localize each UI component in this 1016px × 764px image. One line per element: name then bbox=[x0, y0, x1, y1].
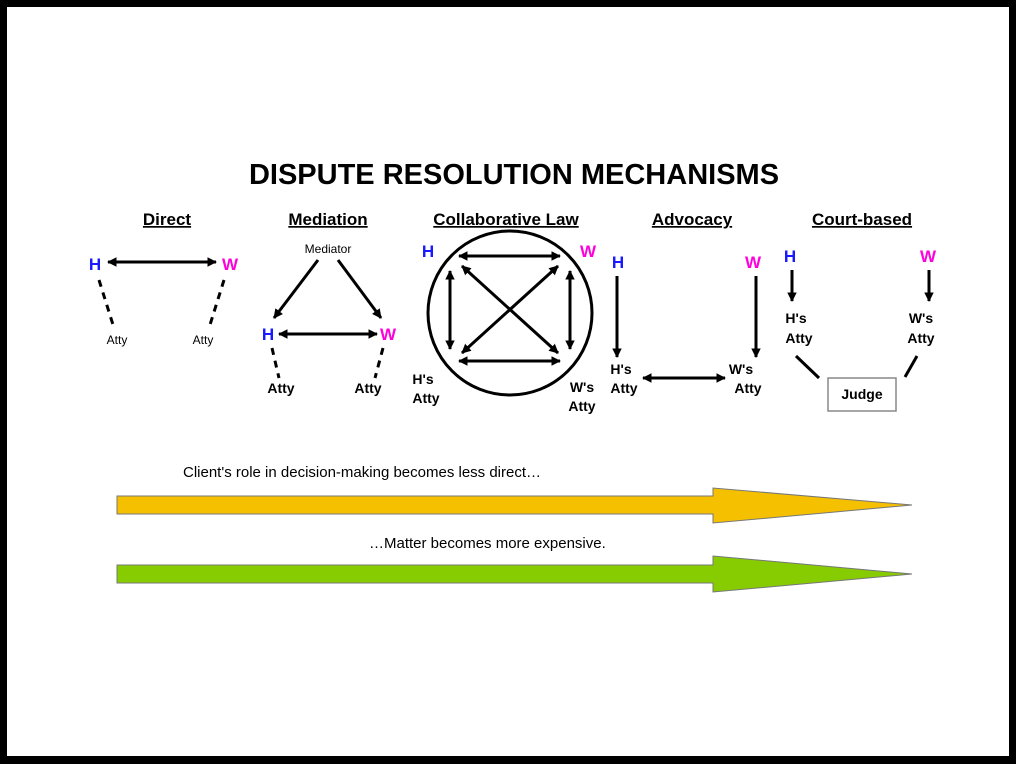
header-court-based: Court-based bbox=[812, 210, 912, 229]
direct-diagram: H W Atty Atty bbox=[89, 255, 239, 347]
advocacy-h-atty-label-1: H's bbox=[610, 361, 631, 377]
mediation-h-atty-label: Atty bbox=[267, 380, 294, 396]
collaborative-w-atty-label-2: Atty bbox=[568, 398, 595, 414]
direct-w-atty-line bbox=[207, 279, 226, 329]
advocacy-w-label: W bbox=[745, 253, 762, 272]
direct-h-label: H bbox=[89, 255, 101, 274]
mediation-w-atty-label: Atty bbox=[354, 380, 381, 396]
mediation-w-label: W bbox=[380, 325, 397, 344]
mediation-diagram: Mediator H W Atty Atty bbox=[262, 242, 397, 396]
diagram-title: DISPUTE RESOLUTION MECHANISMS bbox=[249, 159, 779, 191]
judge-box bbox=[827, 377, 897, 412]
mediation-mediator-label: Mediator bbox=[305, 242, 352, 256]
header-collaborative-law: Collaborative Law bbox=[433, 210, 579, 229]
court-h-atty-judge-line bbox=[794, 354, 821, 380]
mediation-mediator-w-arrow bbox=[336, 259, 383, 319]
court-w-label: W bbox=[920, 247, 937, 266]
header-mediation: Mediation bbox=[288, 210, 367, 229]
mediation-mediator-h-arrow bbox=[272, 259, 320, 319]
advocacy-w-atty-label-2: Atty bbox=[734, 380, 761, 396]
collaborative-diagonal-arrow-2 bbox=[460, 264, 560, 355]
direct-h-atty-label: Atty bbox=[107, 333, 128, 347]
collaborative-w-atty-label-1: W's bbox=[570, 379, 595, 395]
direct-w-label: W bbox=[222, 255, 239, 274]
collaborative-h-atty-label-2: Atty bbox=[412, 390, 439, 406]
court-w-atty-label-2: Atty bbox=[907, 330, 934, 346]
collaborative-w-label: W bbox=[580, 242, 597, 261]
advocacy-h-atty-label-2: Atty bbox=[610, 380, 637, 396]
advocacy-h-label: H bbox=[612, 253, 624, 272]
green-progress-arrow bbox=[116, 555, 913, 593]
judge-label: Judge bbox=[841, 386, 882, 402]
collaborative-h-label: H bbox=[422, 242, 434, 261]
advocacy-w-atty-label-1: W's bbox=[729, 361, 754, 377]
court-w-atty-judge-line bbox=[903, 355, 919, 378]
yellow-progress-arrow bbox=[116, 487, 913, 524]
court-based-diagram: H W H's Atty W's Atty Judge bbox=[784, 247, 937, 412]
mediation-h-atty-line bbox=[270, 347, 281, 379]
header-advocacy: Advocacy bbox=[652, 210, 733, 229]
collaborative-law-diagram: H W H's Atty W's Atty bbox=[412, 229, 597, 414]
court-h-atty-label-2: Atty bbox=[785, 330, 812, 346]
court-h-atty-label-1: H's bbox=[785, 310, 806, 326]
collaborative-h-atty-label-1: H's bbox=[412, 371, 433, 387]
court-w-atty-label-1: W's bbox=[909, 310, 934, 326]
mediation-w-atty-line bbox=[373, 347, 385, 379]
direct-h-atty-line bbox=[97, 279, 116, 329]
mediation-h-label: H bbox=[262, 325, 274, 344]
caption-expense: …Matter becomes more expensive. bbox=[369, 535, 606, 552]
direct-w-atty-label: Atty bbox=[193, 333, 214, 347]
header-direct: Direct bbox=[143, 210, 192, 229]
caption-decision-role: Client's role in decision-making becomes… bbox=[183, 464, 541, 481]
court-h-label: H bbox=[784, 247, 796, 266]
collaborative-circle bbox=[426, 229, 594, 397]
advocacy-diagram: H W H's Atty W's Atty bbox=[610, 253, 762, 396]
